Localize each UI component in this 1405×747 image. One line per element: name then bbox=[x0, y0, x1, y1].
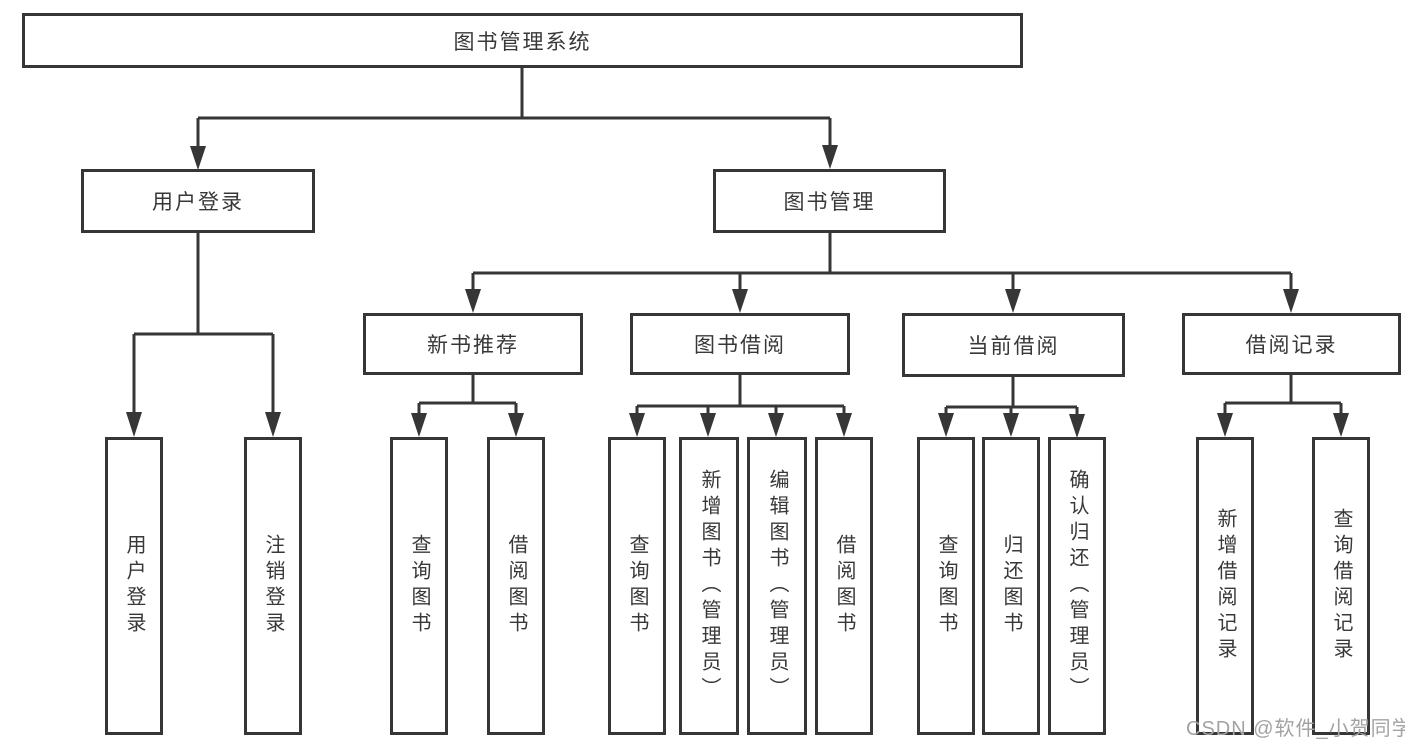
node-label: 查询图书 bbox=[626, 534, 648, 638]
node-borrowing-records: 借阅记录 bbox=[1182, 313, 1401, 375]
node-label: 当前借阅 bbox=[967, 335, 1060, 358]
node-label: 图书借阅 bbox=[694, 334, 786, 357]
node-label: 新增图书（管理员） bbox=[698, 469, 720, 703]
node-current-borrowing: 当前借阅 bbox=[902, 313, 1125, 377]
node-user-login: 用户登录 bbox=[81, 169, 315, 233]
node-label: 用户登录 bbox=[152, 191, 244, 214]
node-rec-borrow-book: 借阅图书 bbox=[487, 437, 545, 735]
node-label: 借阅记录 bbox=[1245, 334, 1338, 357]
node-borrow-query-book: 查询图书 bbox=[608, 437, 666, 735]
node-label: 查询图书 bbox=[408, 534, 430, 638]
node-borrow-borrow-book: 借阅图书 bbox=[815, 437, 873, 735]
node-label: 借阅图书 bbox=[505, 534, 527, 638]
node-label: 确认归还（管理员） bbox=[1066, 469, 1088, 703]
node-label: 新增借阅记录 bbox=[1214, 508, 1236, 664]
node-return-book: 归还图书 bbox=[982, 437, 1040, 735]
node-label: 编辑图书（管理员） bbox=[766, 469, 788, 703]
node-book-borrowing: 图书借阅 bbox=[630, 313, 850, 375]
node-rec-query-book: 查询图书 bbox=[390, 437, 448, 735]
node-add-book-admin: 新增图书（管理员） bbox=[679, 437, 739, 735]
arrowheads bbox=[126, 145, 1349, 438]
node-label: 查询借阅记录 bbox=[1330, 508, 1352, 664]
node-logout: 注销登录 bbox=[244, 437, 302, 735]
node-label: 图书管理 bbox=[783, 191, 876, 214]
node-query-borrow-record: 查询借阅记录 bbox=[1312, 437, 1370, 735]
node-label: 图书管理系统 bbox=[453, 30, 592, 54]
node-label: 查询图书 bbox=[935, 534, 957, 638]
node-confirm-return-admin: 确认归还（管理员） bbox=[1048, 437, 1106, 735]
node-label: 借阅图书 bbox=[833, 534, 855, 638]
node-edit-book-admin: 编辑图书（管理员） bbox=[747, 437, 807, 735]
csdn-watermark: CSDN @软件_小贺同学 bbox=[1186, 718, 1405, 740]
node-label: 注销登录 bbox=[262, 534, 284, 638]
node-user-login-leaf: 用户登录 bbox=[105, 437, 163, 735]
node-root-library-system: 图书管理系统 bbox=[22, 13, 1023, 68]
node-book-management: 图书管理 bbox=[713, 169, 946, 233]
node-current-query-book: 查询图书 bbox=[917, 437, 975, 735]
node-label: 归还图书 bbox=[1000, 534, 1022, 638]
node-add-borrow-record: 新增借阅记录 bbox=[1196, 437, 1254, 735]
node-label: 新书推荐 bbox=[427, 334, 519, 357]
node-label: 用户登录 bbox=[123, 534, 145, 638]
node-new-book-recommendation: 新书推荐 bbox=[363, 313, 583, 375]
